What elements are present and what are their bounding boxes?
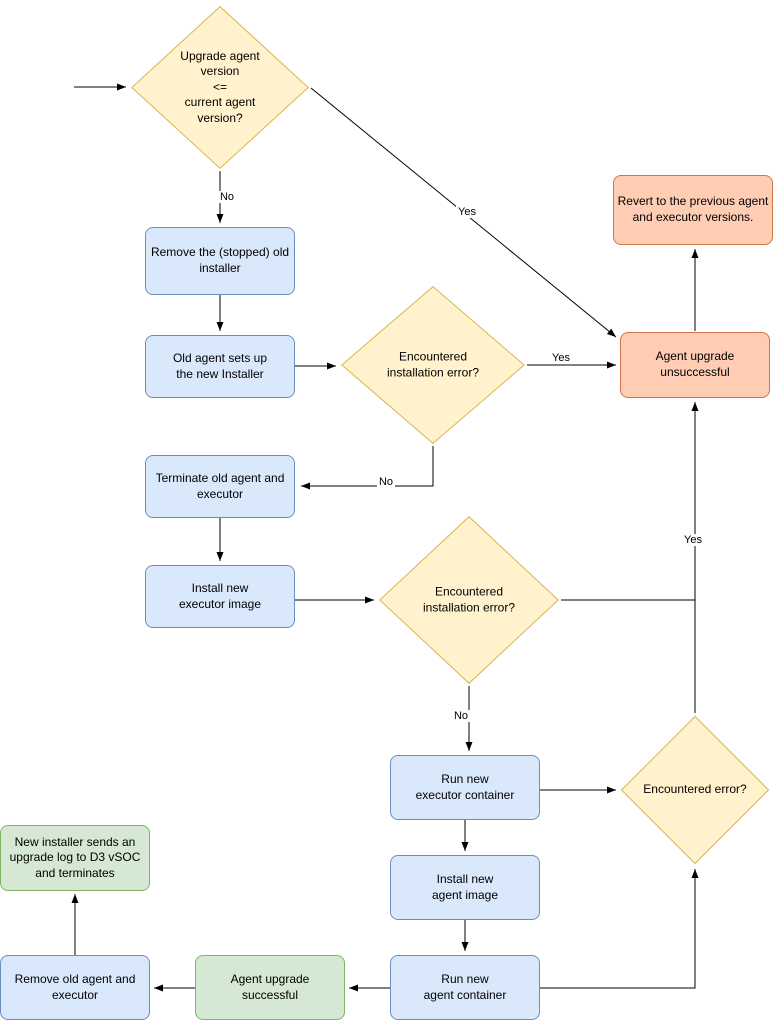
node-run-executor-container-label: Run new executor container — [415, 771, 515, 802]
node-decision-install-error-2-label: Encountered installation error? — [422, 584, 516, 614]
node-remove-old-agent-label: Remove old agent and executor — [14, 971, 136, 1002]
node-install-agent-image: Install new agent image — [390, 855, 540, 920]
node-run-executor-container: Run new executor container — [390, 755, 540, 820]
edge-error2-yes — [561, 402, 699, 601]
node-install-executor-image-label: Install new executor image — [178, 580, 262, 611]
node-decision-install-error-1-label: Encountered installation error? — [386, 349, 480, 379]
diamond-shape — [130, 5, 310, 170]
node-old-agent-setup: Old agent sets up the new Installer — [145, 335, 295, 398]
edge-label-install-error-1-no: No — [376, 476, 396, 488]
node-decision-version-label: Upgrade agent version <= current agent v… — [180, 48, 260, 125]
node-decision-error-label: Encountered error? — [643, 782, 747, 797]
diamond-shape — [620, 715, 770, 865]
node-remove-old-agent: Remove old agent and executor — [0, 955, 150, 1020]
node-run-agent-container-label: Run new agent container — [423, 971, 507, 1002]
node-old-agent-setup-label: Old agent sets up the new Installer — [172, 350, 268, 381]
edge-label-version-yes: Yes — [456, 206, 478, 218]
node-decision-install-error-2: Encountered installation error? — [378, 515, 560, 685]
diamond-shape — [340, 285, 526, 445]
node-run-agent-container: Run new agent container — [390, 955, 540, 1020]
node-agent-upgrade-successful-label: Agent upgrade successful — [230, 971, 310, 1002]
edge-label-version-no: No — [217, 191, 237, 203]
diamond-shape — [378, 515, 560, 685]
node-agent-upgrade-unsuccessful: Agent upgrade unsuccessful — [620, 332, 770, 398]
node-revert-previous: Revert to the previous agent and executo… — [613, 175, 773, 245]
edge-label-install-error-1-yes: Yes — [550, 352, 572, 364]
node-decision-install-error-1: Encountered installation error? — [340, 285, 526, 445]
node-decision-error: Encountered error? — [620, 715, 770, 865]
node-installer-log: New installer sends an upgrade log to D3… — [0, 825, 150, 891]
edge-error1-no — [301, 446, 434, 490]
node-remove-old-installer-label: Remove the (stopped) old installer — [150, 245, 290, 275]
node-remove-old-installer: Remove the (stopped) old installer — [145, 227, 295, 295]
node-agent-upgrade-successful: Agent upgrade successful — [195, 955, 345, 1020]
node-terminate-old: Terminate old agent and executor — [145, 455, 295, 518]
edge-label-install-error-2-no: No — [451, 710, 471, 722]
node-install-executor-image: Install new executor image — [145, 565, 295, 628]
edge-runagent-to-error3 — [540, 869, 699, 989]
node-installer-log-label: New installer sends an upgrade log to D3… — [9, 834, 141, 880]
edge-label-install-error-2-yes: Yes — [682, 534, 704, 546]
node-decision-version: Upgrade agent version <= current agent v… — [130, 5, 310, 170]
node-terminate-old-label: Terminate old agent and executor — [155, 470, 285, 501]
node-agent-upgrade-unsuccessful-label: Agent upgrade unsuccessful — [655, 349, 735, 379]
node-revert-previous-label: Revert to the previous agent and executo… — [617, 194, 769, 224]
node-install-agent-image-label: Install new agent image — [431, 871, 499, 902]
